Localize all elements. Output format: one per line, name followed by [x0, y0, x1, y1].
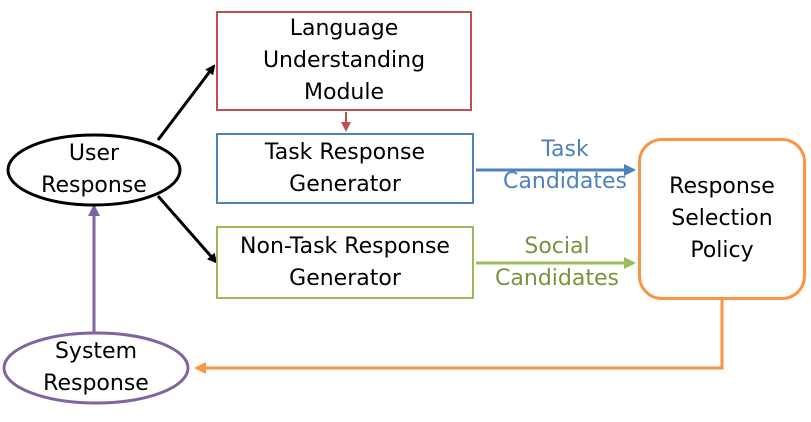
arrow-user-to-nontask — [156, 195, 218, 264]
policy-line-3: Policy — [690, 238, 754, 263]
policy-line-1: Response — [669, 174, 775, 199]
social-candidates-line-2: Candidates — [495, 266, 619, 291]
system-response-node-shape — [2, 331, 190, 405]
user-response-line-1: User — [68, 141, 120, 166]
task-generator-line-1: Task Response — [264, 139, 426, 165]
arrow-user-to-language — [156, 64, 216, 141]
user-response-label: User Response — [14, 138, 174, 202]
task-candidates-label: Task Candidates — [490, 134, 640, 198]
task-generator-line-2: Generator — [289, 171, 401, 197]
arrow-policy-to-system — [194, 300, 724, 374]
nontask-generator-line-2: Generator — [289, 265, 401, 291]
language-understanding-node: Language Understanding Module — [216, 11, 472, 111]
social-candidates-line-1: Social — [524, 234, 590, 259]
task-candidates-line-1: Task — [541, 137, 589, 162]
system-response-line-1: System — [54, 339, 138, 364]
task-response-generator-node: Task Response Generator — [216, 133, 474, 204]
policy-line-2: Selection — [671, 206, 773, 231]
user-response-node-shape — [6, 133, 182, 207]
response-selection-policy-node: Response Selection Policy — [638, 138, 806, 300]
language-understanding-line-1: Language — [289, 16, 399, 41]
nontask-response-generator-node: Non-Task Response Generator — [216, 226, 474, 299]
task-candidates-line-2: Candidates — [503, 169, 627, 194]
system-response-label: System Response — [16, 336, 176, 400]
user-response-line-2: Response — [41, 173, 147, 198]
language-understanding-line-2: Understanding — [262, 48, 426, 73]
language-understanding-line-3: Module — [304, 80, 384, 105]
nontask-generator-line-1: Non-Task Response — [240, 233, 450, 259]
social-candidates-label: Social Candidates — [482, 231, 632, 295]
system-response-line-2: Response — [43, 371, 149, 396]
